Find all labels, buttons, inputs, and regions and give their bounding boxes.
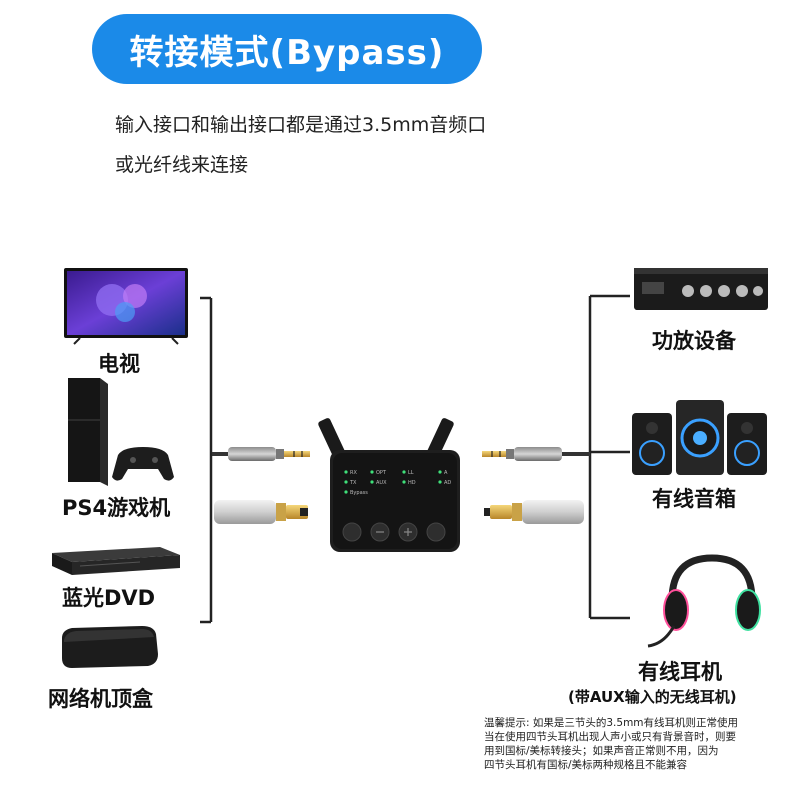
left-aux-cable [212,447,310,461]
input-label-tv: 电视 [98,352,140,376]
input-label-bluray: 蓝光DVD [62,586,156,610]
tips-line-4: 四节头耳机有国标/美标两种规格且不能兼容 [484,759,688,771]
description-line-1: 输入接口和输出接口都是通过3.5mm音频口 [115,114,487,136]
right-aux-cable [482,447,590,461]
tips-line-2: 当在使用四节头耳机出现人声小或只有背景音时，则要 [484,731,736,743]
page-title: 转接模式(Bypass) [129,32,445,73]
right-optical-cable [484,500,584,524]
left-bracket [200,296,213,624]
indicator-hd: HD [408,480,416,486]
tips-line-3: 用到国标/美标转接头；如果声音正常则不用，因为 [484,745,719,757]
indicator-opt: OPT [376,470,387,476]
indicator-aux: AUX [376,480,387,486]
output-label-speakers: 有线音箱 [652,487,736,511]
tips-note: 温馨提示: 如果是三节头的3.5mm有线耳机则正常使用 当在使用四节头耳机出现人… [484,716,774,772]
headset-icon [647,554,761,648]
ps4-console-icon [68,378,174,486]
output-label-amplifier: 功放设备 [652,329,736,353]
indicator-rx: RX [350,470,357,476]
amplifier-icon [634,268,768,310]
right-bracket [588,294,630,620]
title-banner: 转接模式(Bypass) [92,14,482,84]
device-buttons [342,522,446,542]
set-top-box-icon [62,626,158,668]
indicator-ad: AD [444,480,451,486]
description-line-2: 或光纤线来连接 [115,154,249,176]
output-sublabel-headset: (带AUX输入的无线耳机) [568,688,737,706]
indicator-bypass: Bypass [350,490,368,496]
bluetooth-transceiver: RX TX Bypass OPT AUX LL HD A AD [318,418,460,552]
tips-line-1: 温馨提示: 如果是三节头的3.5mm有线耳机则正常使用 [484,717,739,729]
tv-icon [64,268,188,345]
input-label-ps4: PS4游戏机 [62,496,171,520]
indicator-ll: LL [408,470,414,476]
bluray-player-icon [52,547,180,575]
indicator-a: A [444,470,448,476]
speakers-icon [632,400,767,475]
input-label-set-top-box: 网络机顶盒 [48,687,153,711]
indicator-leds: RX TX Bypass OPT AUX LL HD A AD [344,470,451,496]
indicator-tx: TX [349,480,357,486]
output-label-headset: 有线耳机 [638,660,722,684]
left-optical-cable [214,500,308,524]
